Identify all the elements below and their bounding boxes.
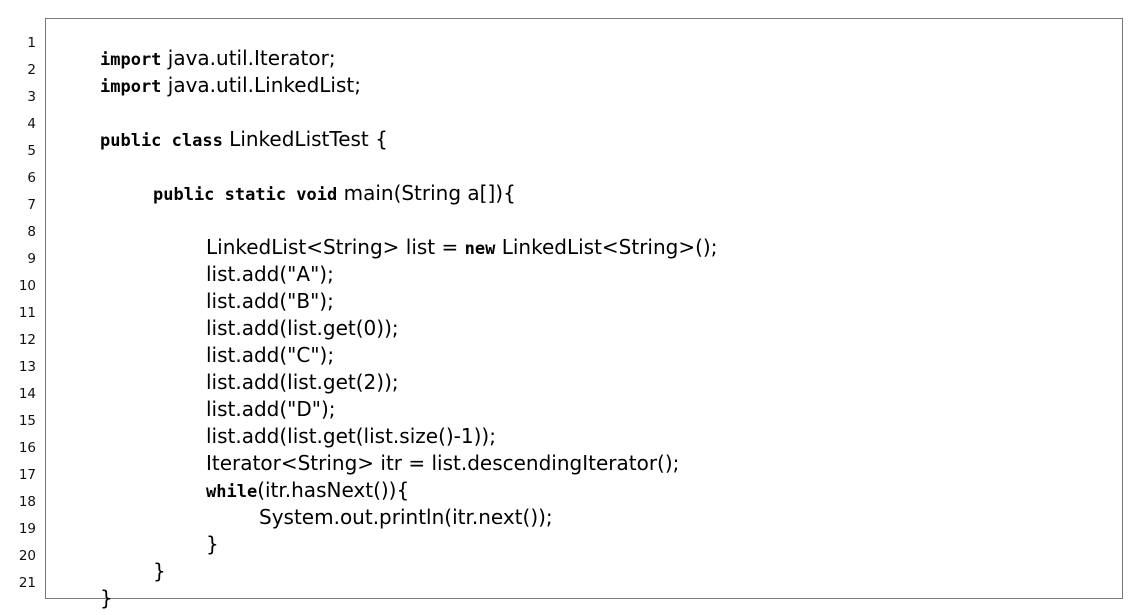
code-text: list.add("B"); bbox=[206, 289, 334, 313]
line-number: 6 bbox=[27, 170, 36, 186]
code-line bbox=[100, 153, 717, 180]
line-number: 11 bbox=[18, 305, 36, 321]
line-number: 21 bbox=[18, 575, 36, 591]
code-line bbox=[100, 207, 717, 234]
line-number: 1 bbox=[27, 35, 36, 51]
line-number: 19 bbox=[18, 521, 36, 537]
line-number: 13 bbox=[18, 359, 36, 375]
code-keyword: import bbox=[100, 50, 162, 70]
line-number: 2 bbox=[27, 62, 36, 78]
line-number: 7 bbox=[27, 197, 36, 213]
line-number: 12 bbox=[18, 332, 36, 348]
code-line: LinkedList<String> list = new LinkedList… bbox=[100, 234, 717, 261]
code-text: } bbox=[206, 532, 219, 556]
code-content: import java.util.Iterator;import java.ut… bbox=[100, 45, 717, 612]
code-text: list.add(list.get(2)); bbox=[206, 370, 399, 394]
code-keyword: public class bbox=[100, 131, 223, 151]
code-text: java.util.LinkedList; bbox=[161, 73, 361, 97]
code-block: import java.util.Iterator;import java.ut… bbox=[45, 18, 1123, 610]
code-line: System.out.println(itr.next()); bbox=[100, 504, 717, 531]
code-text: list.add(list.get(list.size()-1)); bbox=[206, 424, 496, 448]
code-text: LinkedList<String> list = bbox=[206, 235, 465, 259]
code-text: list.add("A"); bbox=[206, 262, 334, 286]
line-number: 5 bbox=[27, 143, 36, 159]
code-line: list.add("C"); bbox=[100, 342, 717, 369]
code-line: } bbox=[100, 585, 717, 612]
code-text: } bbox=[153, 559, 166, 583]
code-line: public static void main(String a[]){ bbox=[100, 180, 717, 207]
code-text: main(String a[]){ bbox=[337, 181, 516, 205]
line-number: 15 bbox=[18, 413, 36, 429]
code-text: java.util.Iterator; bbox=[161, 46, 336, 70]
line-number: 18 bbox=[18, 494, 36, 510]
line-number: 14 bbox=[18, 386, 36, 402]
code-line bbox=[100, 99, 717, 126]
code-keyword: import bbox=[100, 77, 162, 97]
code-line: list.add(list.get(0)); bbox=[100, 315, 717, 342]
line-number: 17 bbox=[18, 467, 36, 483]
code-line: while(itr.hasNext()){ bbox=[100, 477, 717, 504]
line-number: 9 bbox=[27, 251, 36, 267]
code-text: list.add("C"); bbox=[206, 343, 335, 367]
code-line: list.add("B"); bbox=[100, 288, 717, 315]
code-line: import java.util.Iterator; bbox=[100, 45, 717, 72]
code-text: System.out.println(itr.next()); bbox=[259, 505, 553, 529]
code-text: (itr.hasNext()){ bbox=[257, 478, 410, 502]
line-number: 10 bbox=[18, 278, 36, 294]
code-line: list.add(list.get(2)); bbox=[100, 369, 717, 396]
code-line: Iterator<String> itr = list.descendingIt… bbox=[100, 450, 717, 477]
line-number: 3 bbox=[27, 89, 36, 105]
code-line: } bbox=[100, 531, 717, 558]
code-text: list.add("D"); bbox=[206, 397, 336, 421]
line-number: 4 bbox=[27, 116, 36, 132]
code-text: } bbox=[100, 586, 113, 610]
code-text: Iterator<String> itr = list.descendingIt… bbox=[206, 451, 680, 475]
code-line: public class LinkedListTest { bbox=[100, 126, 717, 153]
code-line: list.add("D"); bbox=[100, 396, 717, 423]
line-number: 8 bbox=[27, 224, 36, 240]
line-number: 20 bbox=[18, 548, 36, 564]
code-text: LinkedListTest { bbox=[222, 127, 388, 151]
code-line: list.add(list.get(list.size()-1)); bbox=[100, 423, 717, 450]
code-keyword: while bbox=[206, 482, 258, 502]
code-keyword: public static void bbox=[153, 185, 338, 205]
code-line: list.add("A"); bbox=[100, 261, 717, 288]
code-text: list.add(list.get(0)); bbox=[206, 316, 399, 340]
code-text: LinkedList<String>(); bbox=[495, 235, 718, 259]
code-line: import java.util.LinkedList; bbox=[100, 72, 717, 99]
line-number: 16 bbox=[18, 440, 36, 456]
code-line: } bbox=[100, 558, 717, 585]
code-keyword: new bbox=[464, 239, 496, 259]
